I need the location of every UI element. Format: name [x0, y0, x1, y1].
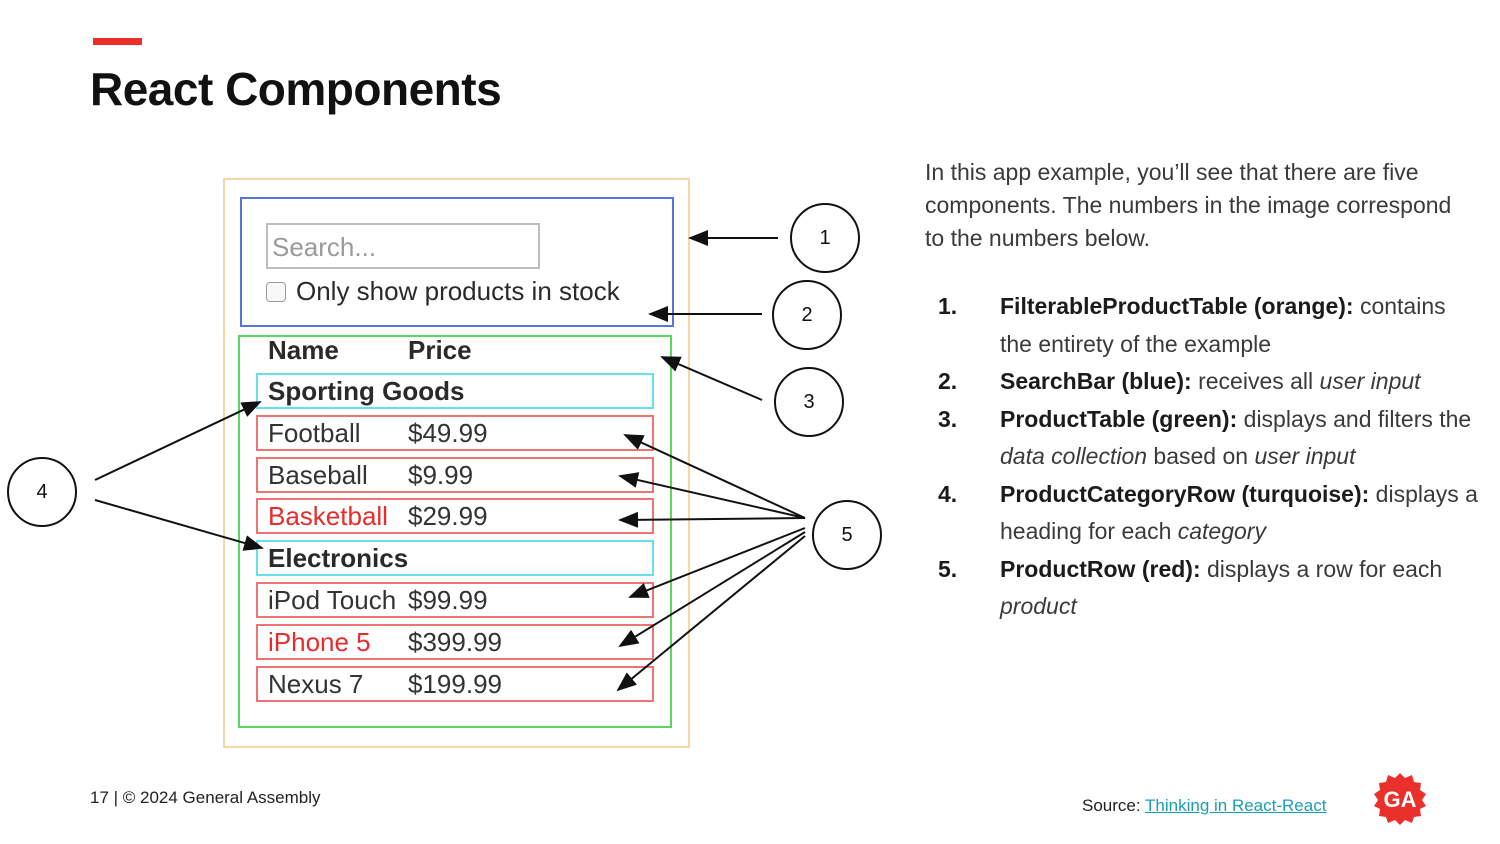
- callout-3: 3: [774, 367, 844, 437]
- intro-paragraph: In this app example, you’ll see that the…: [925, 159, 1452, 251]
- component-description: displays a heading for each category: [1000, 480, 1478, 545]
- arrow-5a: [623, 434, 806, 519]
- filterable-product-table-outline: [223, 178, 690, 748]
- footer-page-info: 17 | © 2024 General Assembly: [90, 788, 321, 807]
- component-description: displays and filters the data collection…: [1000, 405, 1472, 470]
- component-list-item: 2. SearchBar (blue): receives all user in…: [938, 363, 1478, 401]
- component-list-item: 5. ProductRow (red): displays a row for e…: [938, 551, 1478, 626]
- arrow-5d: [628, 527, 806, 598]
- product-name: iPod Touch: [268, 585, 397, 615]
- component-description: contains the entirety of the example: [1000, 293, 1446, 357]
- source-citation: Source: Thinking in React-React: [1082, 796, 1326, 816]
- component-name: ProductRow (red):: [1000, 555, 1201, 582]
- component-number: 5.: [938, 555, 958, 582]
- product-row: iPhone 5 $399.99: [256, 623, 654, 660]
- arrow-4a: [94, 401, 262, 481]
- product-price: $29.99: [408, 501, 488, 532]
- component-number: 2.: [938, 368, 958, 394]
- source-link[interactable]: Thinking in React-React: [1145, 796, 1327, 815]
- product-row: Baseball $9.99: [256, 456, 654, 493]
- component-name: FilterableProductTable (orange):: [1000, 293, 1354, 319]
- component-name: ProductTable (green):: [1000, 405, 1238, 432]
- component-number: 1.: [938, 293, 958, 319]
- product-name: Baseball: [268, 459, 368, 490]
- component-list: 1. FilterableProductTable (orange): conta…: [938, 288, 1478, 626]
- product-price: $199.99: [408, 668, 502, 699]
- product-row: iPod Touch $99.99: [256, 582, 654, 618]
- callout-1: 1: [790, 203, 860, 273]
- source-label: Source:: [1082, 796, 1146, 815]
- arrow-4b: [94, 499, 264, 551]
- stock-checkbox-mock: [266, 282, 286, 302]
- title-accent-bar: [93, 38, 142, 45]
- svg-text:GA: GA: [1384, 787, 1417, 812]
- category-row: Electronics: [256, 540, 654, 577]
- product-price: $9.99: [408, 459, 474, 490]
- product-name: iPhone 5: [268, 626, 371, 657]
- component-list-item: 1. FilterableProductTable (orange): conta…: [938, 288, 1478, 363]
- component-list-item: 3. ProductTable (green): displays and fil…: [938, 401, 1478, 476]
- product-row: Basketball $29.99: [256, 498, 654, 535]
- column-header-price: Price: [408, 335, 472, 365]
- arrow-5b: [618, 472, 806, 519]
- arrow-5e: [618, 531, 806, 648]
- category-label: Electronics: [268, 543, 409, 574]
- product-price: $399.99: [408, 626, 502, 657]
- category-row: Sporting Goods: [256, 373, 654, 409]
- arrow-5c: [618, 511, 806, 528]
- component-diagram: Search... Only show products in stock Na…: [0, 160, 900, 760]
- component-list-item: 4. ProductCategoryRow (turquoise): displa…: [938, 476, 1478, 551]
- product-name: Football: [268, 417, 361, 448]
- column-header-name: Name: [268, 335, 339, 365]
- callout-5: 5: [812, 500, 882, 570]
- callout-4: 4: [7, 457, 77, 527]
- search-input-mock: Search...: [266, 223, 540, 269]
- slide-title: React Components: [90, 63, 502, 115]
- ga-logo-icon: GA: [1374, 773, 1426, 825]
- product-price: $99.99: [408, 585, 488, 615]
- product-name: Basketball: [268, 501, 388, 532]
- component-description: receives all user input: [1191, 368, 1421, 394]
- category-label: Sporting Goods: [268, 376, 465, 406]
- component-number: 4.: [938, 480, 958, 507]
- product-table-outline: [238, 335, 672, 728]
- stock-checkbox-label: Only show products in stock: [296, 276, 620, 306]
- arrow-5f: [616, 535, 806, 692]
- product-name: Nexus 7: [268, 668, 364, 699]
- callout-2: 2: [772, 280, 842, 350]
- search-bar-outline: [240, 197, 674, 327]
- component-description: displays a row for each product: [1000, 555, 1443, 620]
- product-price: $49.99: [408, 417, 488, 448]
- component-name: ProductCategoryRow (turquoise):: [1000, 480, 1370, 507]
- component-number: 3.: [938, 405, 958, 432]
- callout-arrows: [94, 230, 806, 692]
- product-row: Football $49.99: [256, 414, 654, 451]
- product-row: Nexus 7 $199.99: [256, 665, 654, 702]
- arrow-3: [660, 356, 763, 401]
- component-name: SearchBar (blue):: [1000, 368, 1192, 394]
